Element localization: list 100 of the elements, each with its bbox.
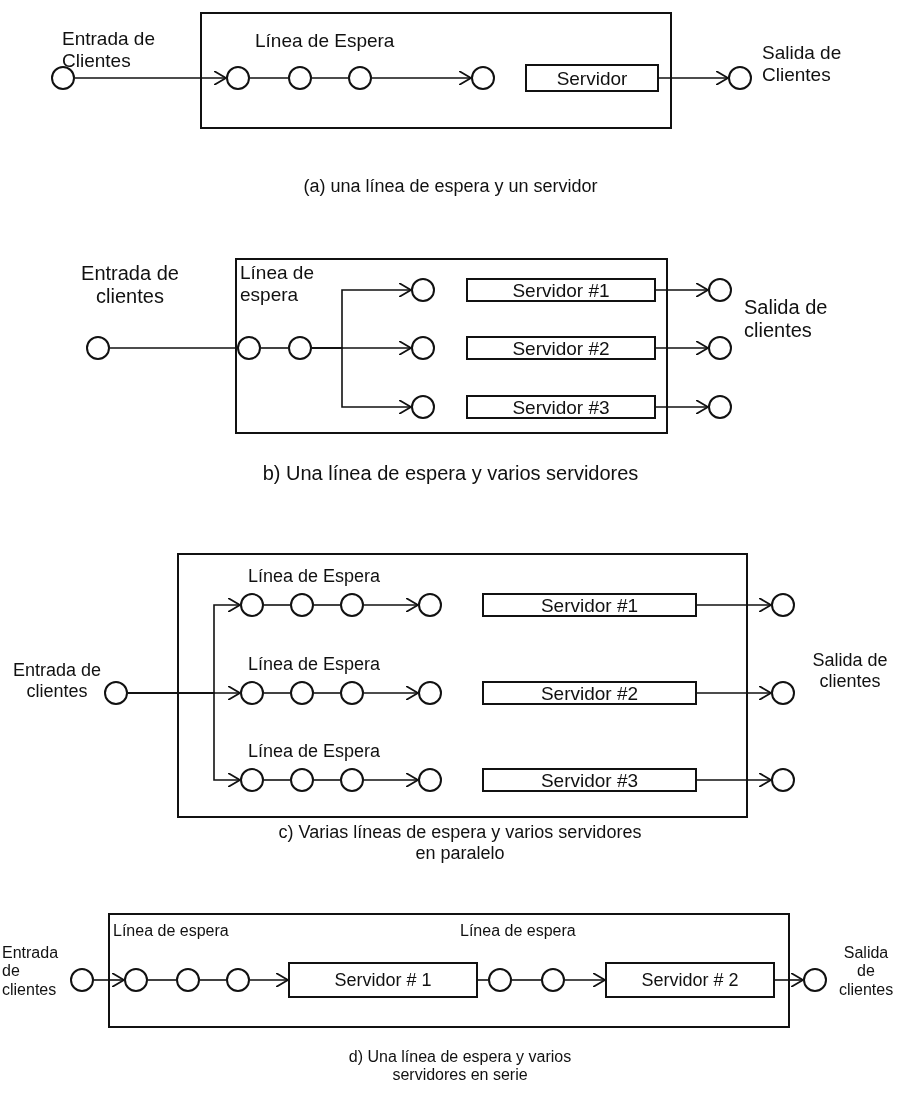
server-box: Servidor #3 [466, 395, 656, 419]
connector-line [311, 77, 349, 79]
arrow [127, 692, 241, 788]
customer-circle [541, 968, 565, 992]
panel-frame [177, 553, 748, 818]
customer-circle [290, 768, 314, 792]
customer-circle [226, 66, 250, 90]
connector-line [263, 604, 291, 606]
arrow [696, 597, 772, 613]
arrow [655, 399, 709, 415]
text-label: Línea de Espera [248, 654, 382, 675]
customer-circle [70, 968, 94, 992]
customer-circle [411, 336, 435, 360]
customer-circle [708, 336, 732, 360]
arrow [363, 597, 419, 613]
customer-circle [708, 278, 732, 302]
customer-circle [418, 681, 442, 705]
customer-circle [237, 336, 261, 360]
panel-frame [235, 258, 668, 434]
text-label: Entrada de clientes [12, 660, 102, 702]
arrow [655, 282, 709, 298]
connector-line [313, 604, 341, 606]
arrow [774, 972, 804, 988]
customer-circle [411, 395, 435, 419]
customer-circle [51, 66, 75, 90]
arrow [371, 70, 472, 86]
connector-line [199, 979, 227, 981]
customer-circle [104, 681, 128, 705]
customer-circle [226, 968, 250, 992]
customer-circle [240, 681, 264, 705]
customer-circle [418, 593, 442, 617]
caption: (a) una línea de espera y un servidor [302, 176, 599, 197]
connector-line [263, 779, 291, 781]
arrow [249, 972, 289, 988]
customer-circle [290, 681, 314, 705]
text-label: Línea de Espera [255, 30, 396, 52]
connector-line [313, 779, 341, 781]
server-box: Servidor #1 [482, 593, 697, 617]
customer-circle [418, 768, 442, 792]
customer-circle [86, 336, 110, 360]
text-label: Salida de clientes [837, 944, 895, 1000]
text-label: Línea de espera [460, 922, 577, 941]
caption: b) Una línea de espera y varios servidores [261, 462, 640, 485]
server-box: Servidor # 2 [605, 962, 775, 998]
server-box: Servidor #2 [466, 336, 656, 360]
customer-circle [411, 278, 435, 302]
text-label: Entrada de clientes [80, 262, 180, 308]
connector-line [147, 979, 177, 981]
arrow [311, 347, 412, 415]
text-label: Línea de Espera [248, 741, 382, 762]
caption: d) Una línea de espera y varios servidores en serie [347, 1048, 573, 1085]
server-box: Servidor #3 [482, 768, 697, 792]
arrow [696, 685, 772, 701]
arrow [363, 685, 419, 701]
customer-circle [176, 968, 200, 992]
arrow [696, 772, 772, 788]
customer-circle [348, 66, 372, 90]
server-box: Servidor #2 [482, 681, 697, 705]
text-label: Salida de clientes [811, 650, 889, 692]
customer-circle [340, 768, 364, 792]
customer-circle [488, 968, 512, 992]
arrow [74, 70, 227, 86]
customer-circle [290, 593, 314, 617]
connector-line [477, 979, 489, 981]
customer-circle [728, 66, 752, 90]
connector-line [263, 692, 291, 694]
text-label: Salida de clientes [744, 296, 829, 342]
customer-circle [288, 336, 312, 360]
arrow [363, 772, 419, 788]
arrow [658, 70, 729, 86]
connector-line [511, 979, 542, 981]
arrow [655, 340, 709, 356]
customer-circle [340, 593, 364, 617]
panel-frame [200, 12, 672, 129]
text-label: Entrada de clientes [2, 944, 60, 1000]
customer-circle [240, 593, 264, 617]
customer-circle [240, 768, 264, 792]
customer-circle [803, 968, 827, 992]
text-label: Línea de espera [240, 262, 315, 306]
customer-circle [471, 66, 495, 90]
caption: c) Varias líneas de espera y varios servidores en paralelo [277, 822, 643, 864]
customer-circle [708, 395, 732, 419]
panel-frame [108, 913, 790, 1028]
arrow [93, 972, 125, 988]
customer-circle [771, 593, 795, 617]
customer-circle [340, 681, 364, 705]
customer-circle [771, 768, 795, 792]
text-label: Entrada de Clientes [62, 28, 156, 72]
connector-line [260, 347, 289, 349]
server-box: Servidor [525, 64, 659, 92]
server-box: Servidor #1 [466, 278, 656, 302]
customer-circle [124, 968, 148, 992]
server-box: Servidor # 1 [288, 962, 478, 998]
customer-circle [771, 681, 795, 705]
text-label: Salida de Clientes [762, 42, 843, 86]
arrow [564, 972, 606, 988]
connector-line [313, 692, 341, 694]
text-label: Línea de Espera [248, 566, 382, 587]
connector-line [109, 347, 238, 349]
text-label: Línea de espera [113, 922, 230, 941]
